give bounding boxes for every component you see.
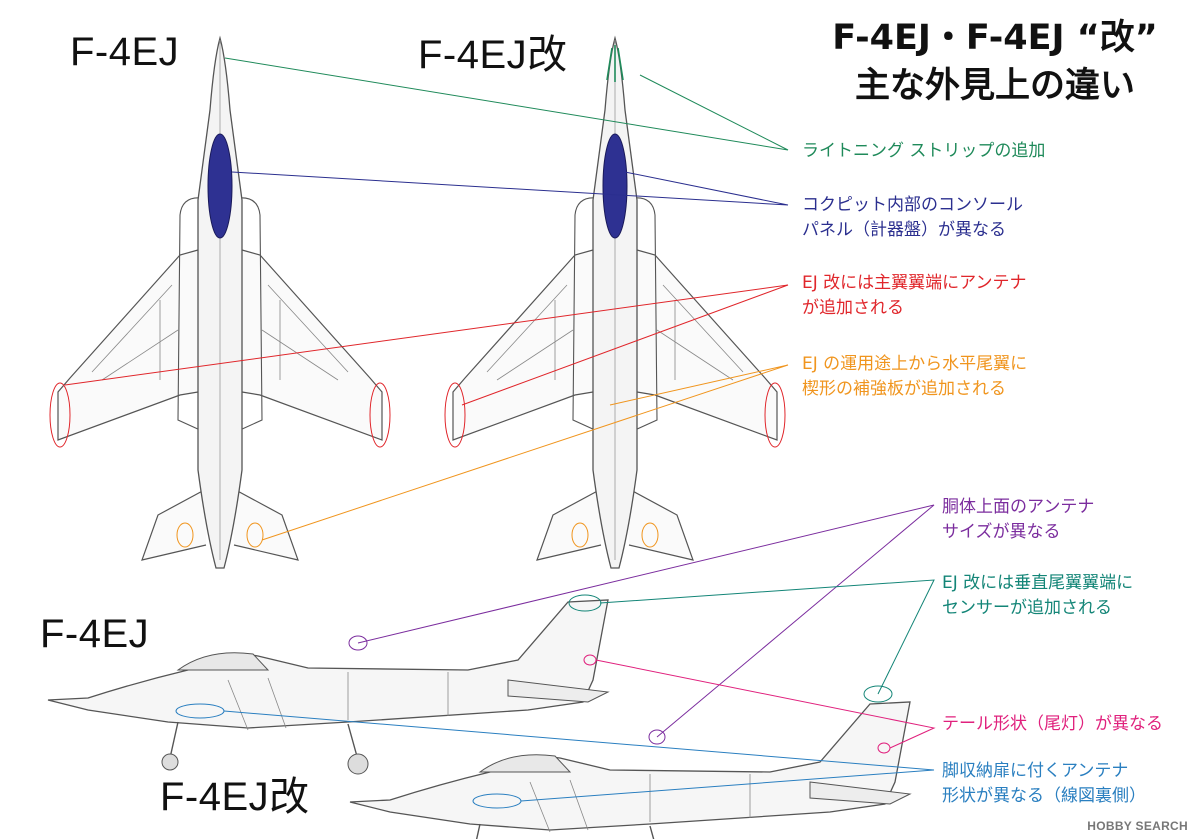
top-view-f4ej [49, 35, 391, 569]
title-line-2: 主な外見上の違い [854, 66, 1135, 106]
wing-panel-lines [656, 284, 744, 381]
cockpit-console [602, 133, 628, 239]
stab-plate-marker-left [176, 522, 194, 548]
wing-outline [636, 249, 778, 441]
dorsal-antenna-marker-kai [648, 729, 666, 745]
stabilizer-outline [536, 487, 604, 561]
fin-sensor-marker-kai [863, 685, 893, 703]
wingtip-marker-left [49, 382, 71, 448]
lightning-strip [606, 45, 624, 82]
annotation-dorsal-antenna: 胴体上面のアンテナ サイズが異なる [942, 495, 1094, 545]
side-panel-lines [227, 672, 449, 731]
wingtip-marker-right [764, 382, 786, 448]
stab-plate-marker-left [571, 522, 589, 548]
wing-outline [57, 249, 199, 441]
side-landing-gear [169, 721, 359, 761]
side-view-f4ej-kai [349, 701, 912, 839]
leader-dorsal [357, 504, 935, 738]
annotation-stabilizer-plate: EJ の運用途上から水平尾翼に 楔形の補強板が追加される [802, 352, 1027, 402]
label-f4ej-kai-side: F-4EJ改 [160, 775, 310, 819]
wingtip-marker-right [369, 382, 391, 448]
side-wheel-front [161, 753, 179, 771]
side-stabilizer [809, 781, 912, 805]
annotation-line: サイズが異なる [942, 522, 1061, 542]
intake-outline [237, 197, 263, 431]
side-panel-lines [529, 774, 751, 833]
wing-outline [241, 249, 383, 441]
intake-outline [177, 197, 203, 431]
stabilizer-outline [626, 487, 694, 561]
annotation-line: EJ 改には主翼翼端にアンテナ [802, 273, 1027, 293]
leader-fin [599, 579, 935, 695]
leader-lightning [224, 57, 789, 151]
annotation-tail-light: テール形状（尾灯）が異なる [942, 712, 1163, 737]
side-canopy [478, 754, 572, 773]
leader-console [231, 171, 789, 206]
top-view-f4ej-kai [444, 35, 786, 569]
intake-outline [632, 197, 658, 431]
label-f4ej-side: F-4EJ [40, 612, 150, 656]
annotation-line: ライトニング ストリップの追加 [802, 141, 1046, 161]
annotation-line: EJ の運用途上から水平尾翼に [802, 354, 1028, 374]
side-view-f4ej [47, 599, 610, 775]
leader-tail [595, 659, 936, 749]
stabilizer-outline [231, 487, 299, 561]
annotation-fin-sensor: EJ 改には垂直尾翼翼端に センサーが追加される [942, 571, 1133, 621]
annotation-line: 楔形の補強板が追加される [802, 379, 1006, 399]
annotation-gear-door-antenna: 脚収納扉に付くアンテナ 形状が異なる（線図裏側） [942, 759, 1146, 809]
leader-gear [223, 710, 935, 802]
annotation-line: パネル（計器盤）が異なる [802, 220, 1006, 240]
leader-wingtip [64, 284, 789, 406]
side-canopy [176, 652, 270, 671]
annotation-line: 脚収納扉に付くアンテナ [942, 761, 1129, 781]
title-line-1: F-4EJ・F-4EJ “改” [832, 18, 1158, 58]
side-fuselage [349, 701, 911, 831]
annotation-line: テール形状（尾灯）が異なる [942, 714, 1163, 734]
wing-panel-lines [261, 284, 349, 381]
watermark: HOBBY SEARCH [1087, 819, 1188, 833]
wing-panel-lines [91, 284, 179, 381]
annotation-console-panel: コクピット内部のコンソール パネル（計器盤）が異なる [802, 193, 1023, 243]
leader-stab [261, 364, 789, 541]
annotation-line: EJ 改には垂直尾翼翼端に [942, 573, 1134, 593]
side-landing-gear [475, 823, 655, 839]
label-f4ej-top: F-4EJ [70, 30, 180, 74]
side-stabilizer [507, 679, 610, 703]
label-f4ej-kai-top: F-4EJ改 [418, 33, 568, 77]
side-wheel-main [347, 753, 369, 775]
wing-outline [452, 249, 594, 441]
wing-panel-lines [486, 284, 574, 381]
annotation-line: が追加される [802, 298, 904, 318]
annotation-line: センサーが追加される [942, 598, 1112, 618]
annotation-wingtip-antenna: EJ 改には主翼翼端にアンテナ が追加される [802, 271, 1026, 321]
wingtip-marker-left [444, 382, 466, 448]
annotation-line: 胴体上面のアンテナ [942, 497, 1095, 517]
page-title: F-4EJ・F-4EJ “改” 主な外見上の違い [800, 14, 1190, 110]
cockpit-console [207, 133, 233, 239]
annotation-line: コクピット内部のコンソール [802, 195, 1023, 215]
dorsal-antenna-marker-ej [348, 635, 368, 651]
stabilizer-outline [141, 487, 209, 561]
annotation-line: 形状が異なる（線図裏側） [942, 786, 1146, 806]
annotation-lightning-strip: ライトニング ストリップの追加 [802, 139, 1045, 164]
intake-outline [572, 197, 598, 431]
stab-plate-marker-right [641, 522, 659, 548]
stab-plate-marker-right [246, 522, 264, 548]
